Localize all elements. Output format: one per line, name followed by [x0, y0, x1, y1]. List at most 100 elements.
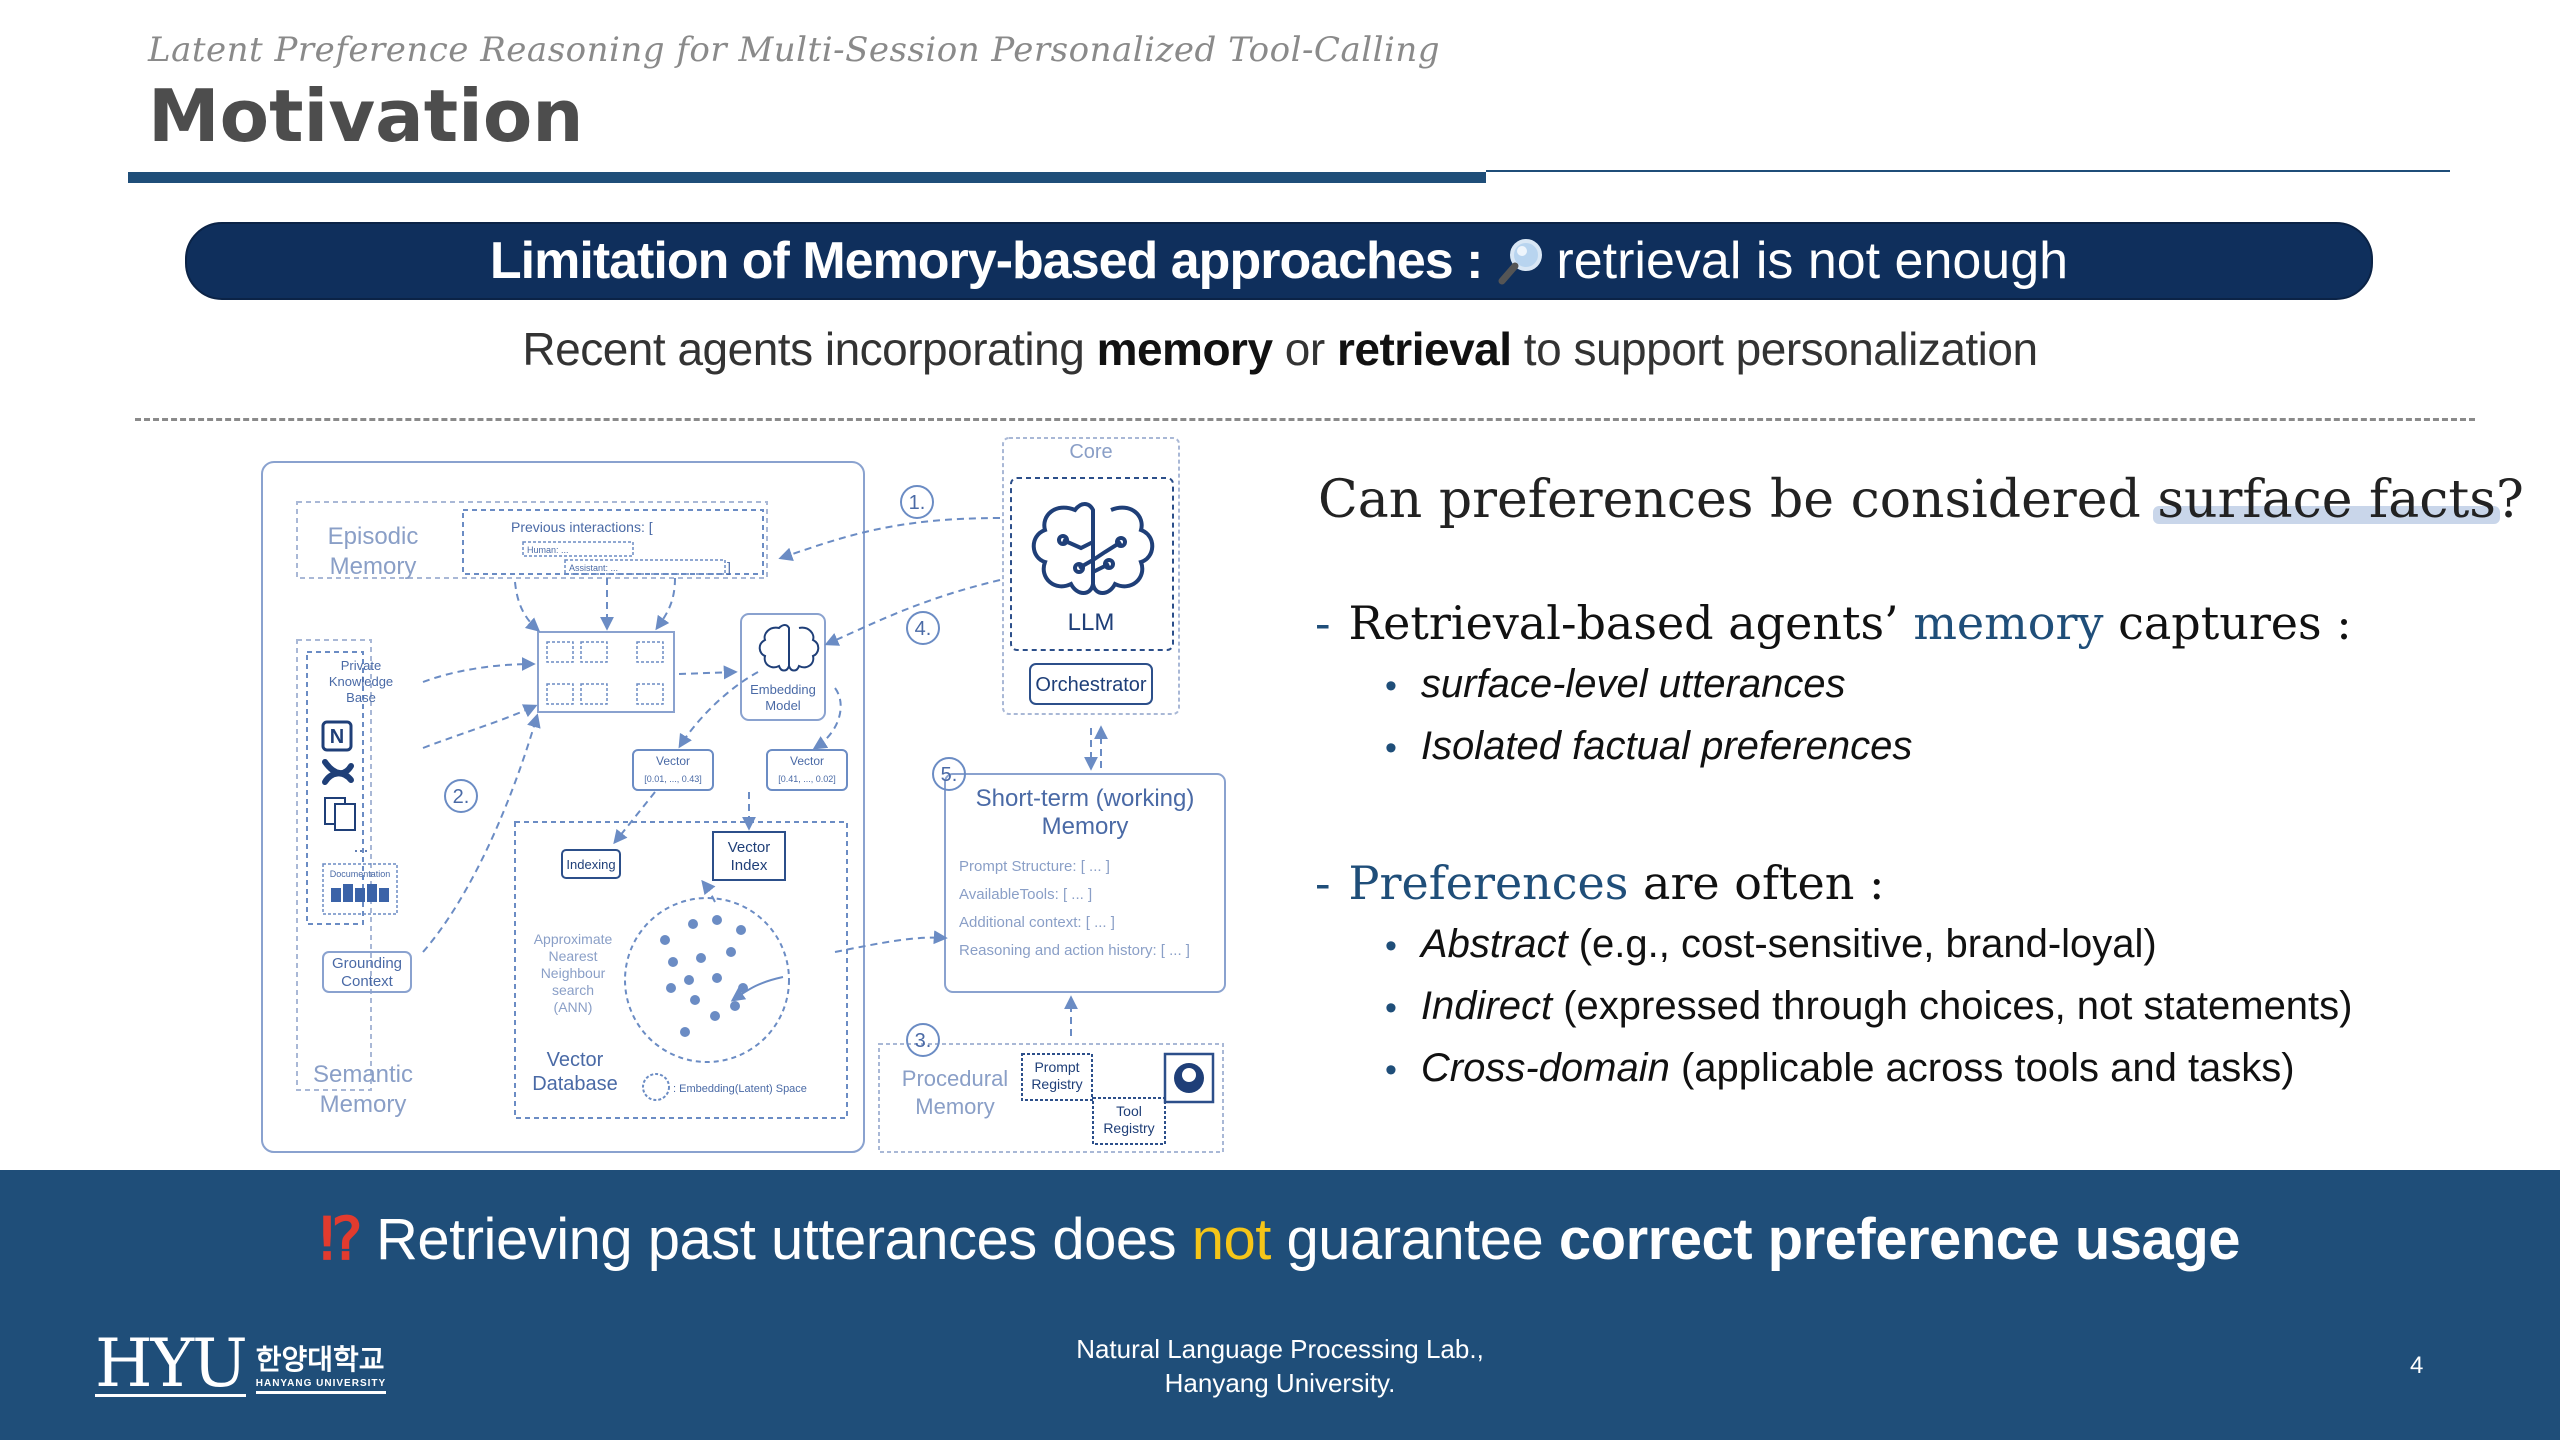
documentation-label: Documentation [330, 869, 391, 879]
point-2-preferences: Preferences [1348, 856, 1629, 910]
guiding-question: Can preferences be considered surface fa… [1318, 470, 2524, 530]
step-3-marker: 3. [915, 1030, 932, 1052]
confluence-icon [322, 759, 354, 785]
section-divider [135, 418, 2475, 421]
ann-label-3: Neighbour [541, 965, 606, 981]
question-surface-facts: surface facts [2157, 470, 2496, 530]
kb-ellipsis: ... [353, 836, 368, 856]
indexing-label: Indexing [566, 857, 615, 872]
notion-icon: N [321, 720, 353, 752]
documentation-stack-icon [331, 884, 389, 902]
slide-title: Motivation [148, 74, 584, 158]
grounding-label-2: Context [341, 973, 394, 990]
episodic-label-2: Memory [330, 553, 417, 580]
point-2-bullet-2-italic: Indirect [1420, 984, 1553, 1028]
private-kb-label-1: Private [341, 658, 381, 673]
short-term-memory-label-2: Memory [1042, 813, 1129, 840]
ann-label-4: search [552, 982, 594, 998]
hyu-logo-mark: HYU [95, 1325, 248, 1402]
previous-interactions-bracket: ] [727, 559, 731, 575]
hyu-logo-english: HANYANG UNIVERSITY [255, 1377, 387, 1389]
vector-2-label: Vector [790, 754, 824, 768]
assistant-turn: Assistant: ... [569, 563, 618, 573]
lead-text-2: or [1272, 323, 1337, 375]
step-1-marker: 1. [909, 492, 926, 514]
point-2-dash: - [1315, 856, 1331, 910]
magnifier-icon [1496, 235, 1548, 287]
step-4-marker: 4. [915, 618, 932, 640]
point-2-bullet-1: • Abstract (e.g., cost-sensitive, brand-l… [1385, 922, 2157, 967]
grounding-label-1: Grounding [332, 955, 402, 972]
tool-registry-label-2: Registry [1103, 1120, 1154, 1136]
private-kb-label-3: Base [346, 690, 376, 705]
lead-text-1: Recent agents incorporating [522, 323, 1097, 375]
vector-db-label-2: Database [532, 1073, 618, 1095]
bullet-dot: • [1385, 1051, 1397, 1089]
banner-rest-text: retrieval is not enough [1556, 232, 2069, 290]
hyu-logo: HYU 한양대학교 HANYANG UNIVERSITY [95, 1325, 387, 1402]
ann-label-1: Approximate [534, 931, 613, 947]
footer-band [0, 1170, 2560, 1440]
human-turn: Human: ... [527, 545, 569, 555]
question-mark: ? [2496, 470, 2524, 530]
lead-sentence: Recent agents incorporating memory or re… [0, 322, 2560, 376]
stm-reasoning-history: Reasoning and action history: [ ... ] [959, 942, 1190, 959]
lab-line-2: Hanyang University. [1164, 1368, 1396, 1398]
embedding-label-1: Embedding [750, 682, 816, 697]
point-2-text: are often : [1628, 856, 1885, 910]
point-1-bullet-1-text: surface-level utterances [1420, 662, 1846, 706]
svg-text:N: N [330, 726, 344, 748]
private-kb-label-2: Knowledge [329, 674, 393, 689]
stm-prompt-structure: Prompt Structure: [ ... ] [959, 858, 1110, 875]
takeaway-strong: correct preference usage [1558, 1207, 2241, 1272]
lead-text-3: to support personalization [1511, 323, 2038, 375]
point-1-bullet-2: •Isolated factual preferences [1385, 724, 1912, 769]
lab-line-1: Natural Language Processing Lab., [1076, 1334, 1484, 1364]
vector-2-values: [0.41, ..., 0.02] [778, 774, 836, 784]
llm-label: LLM [1068, 609, 1115, 636]
procedural-label-2: Memory [915, 1094, 994, 1119]
title-rule-thin [1486, 170, 2450, 172]
point-1-dash: - [1315, 596, 1331, 650]
vector-index-label-2: Index [731, 857, 768, 874]
point-1-text-2: captures : [2103, 596, 2352, 650]
bullet-dot: • [1385, 927, 1397, 965]
memory-architecture-diagram: N Episodic Memory Semantic Memory Proced… [261, 437, 1226, 1153]
page-number: 4 [2410, 1352, 2424, 1379]
exclamation-question-icon: ⁉ [319, 1207, 363, 1272]
lead-retrieval: retrieval [1337, 323, 1512, 375]
embedding-label-2: Model [765, 698, 801, 713]
bullet-dot: • [1385, 667, 1397, 705]
ann-label-2: Nearest [548, 948, 597, 964]
step-5-marker: 5. [941, 764, 958, 786]
vector-index-label-1: Vector [728, 839, 771, 856]
semantic-label: Semantic [313, 1061, 413, 1088]
brain-icon [1031, 502, 1155, 595]
title-rule-thick [128, 172, 1486, 183]
deck-subtitle: Latent Preference Reasoning for Multi-Se… [148, 30, 1441, 70]
embedding-space-legend: : Embedding(Latent) Space [673, 1083, 807, 1095]
point-2-bullet-1-rest: (e.g., cost-sensitive, brand-loyal) [1567, 922, 2157, 966]
prompt-registry-label-2: Registry [1031, 1076, 1082, 1092]
vector-1-label: Vector [656, 754, 690, 768]
point-2-bullet-2-rest: (expressed through choices, not statemen… [1552, 984, 2353, 1028]
bullet-dot: • [1385, 729, 1397, 767]
vector-db-label-1: Vector [547, 1049, 604, 1071]
core-label: Core [1069, 441, 1112, 463]
prompt-registry-label-1: Prompt [1034, 1059, 1079, 1075]
point-2-bullet-3: •Cross-domain (applicable across tools a… [1385, 1046, 2295, 1091]
point-2-bullet-1-italic: Abstract [1420, 922, 1568, 966]
github-icon [1174, 1063, 1204, 1093]
stm-available-tools: AvailableTools: [ ... ] [959, 886, 1092, 903]
stm-additional-context: Additional context: [ ... ] [959, 914, 1115, 931]
point-retrieval-agents: -Retrieval-based agents’ memory captures… [1315, 596, 2352, 650]
banner-bold-text: Limitation of Memory-based approaches : [489, 232, 1483, 290]
takeaway-not: not [1191, 1207, 1272, 1272]
point-2-bullet-2: • Indirect (expressed through choices, no… [1385, 984, 2353, 1029]
takeaway-text-2: guarantee [1270, 1207, 1559, 1272]
ann-label-5: (ANN) [554, 999, 593, 1015]
question-text-2: be considered [1753, 470, 2158, 530]
question-text-1: Can [1318, 470, 1439, 530]
bullet-dot: • [1385, 989, 1397, 1027]
point-1-text-1: Retrieval-based agents’ [1348, 596, 1914, 650]
